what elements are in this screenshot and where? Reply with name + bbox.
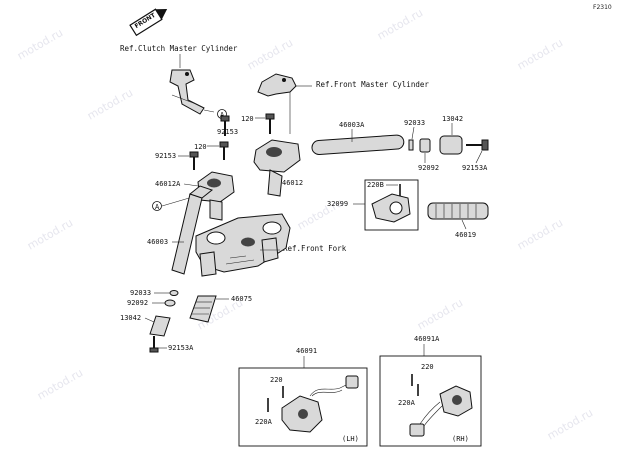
part-220-lh: 220 (270, 376, 283, 384)
diagram-code: F2310 (593, 4, 612, 11)
part-46075: 46075 (231, 295, 252, 303)
front-arrow-icon: FRONT (129, 8, 168, 37)
ref-clutch-master-cylinder: Ref.Clutch Master Cylinder (120, 44, 238, 53)
end-ring-right (408, 139, 414, 151)
part-92153A-right: 92153A (462, 164, 488, 172)
part-46012: 46012 (282, 179, 303, 187)
bolt-head-right (481, 139, 489, 151)
watermark: motod.ru (25, 216, 75, 252)
left-handlebar-tube (171, 185, 214, 275)
part-220A-rh: 220A (398, 399, 416, 407)
watermark: motod.ru (515, 216, 565, 252)
part-120-mid: 120 (194, 143, 207, 151)
clutch-master-cylinder-bracket (169, 54, 215, 115)
rh-label: (RH) (452, 435, 469, 443)
rh-switch-box (379, 355, 482, 447)
rh-switch-housing (409, 385, 473, 437)
throttle-housing-bore (389, 201, 403, 215)
bolt-head-left (149, 347, 159, 353)
ref-a-label-left: A (155, 203, 160, 211)
bolt-head-120-mid (219, 141, 229, 148)
part-220B: 220B (367, 181, 384, 189)
bolt-head-92153-left (189, 151, 199, 158)
watermark: motod.ru (245, 36, 295, 72)
right-grip (427, 202, 489, 220)
part-120-top: 120 (241, 115, 254, 123)
part-46012A: 46012A (155, 180, 181, 188)
upper-triple-clamp (195, 213, 291, 277)
ref-a-label: A (220, 111, 225, 119)
bolt-head-120-top (265, 113, 275, 120)
watermark: motod.ru (375, 6, 425, 42)
ref-front-master-cylinder: Ref.Front Master Cylinder (316, 80, 429, 89)
part-46091: 46091 (296, 347, 317, 355)
watermark-layer: motod.ru motod.ru motod.ru motod.ru moto… (15, 6, 595, 442)
washer-right (419, 138, 431, 153)
part-46091A: 46091A (414, 335, 440, 343)
right-housing-box (364, 179, 419, 231)
ref-front-fork: Ref.Front Fork (283, 244, 347, 253)
part-92033-right: 92033 (404, 119, 425, 127)
bar-end-weight-left (149, 315, 171, 337)
part-92153-left: 92153 (155, 152, 176, 160)
watermark: motod.ru (15, 26, 65, 62)
watermark: motod.ru (545, 406, 595, 442)
part-46003A: 46003A (339, 121, 365, 129)
part-32099: 32099 (327, 200, 348, 208)
part-46019: 46019 (455, 231, 476, 239)
watermark: motod.ru (85, 86, 135, 122)
lh-switch-box (238, 367, 368, 447)
part-92092-right: 92092 (418, 164, 439, 172)
part-220-rh: 220 (421, 363, 434, 371)
lh-switch-housing (281, 375, 359, 433)
right-handlebar-holder (253, 139, 301, 197)
part-220A-lh: 220A (255, 418, 273, 426)
part-13042-left: 13042 (120, 314, 141, 322)
ref-a-circle-left (152, 201, 162, 211)
watermark: motod.ru (35, 366, 85, 402)
bar-end-weight-right (439, 135, 463, 155)
part-92153-top: 92153 (217, 128, 238, 136)
front-master-cylinder-bracket (257, 73, 312, 134)
watermark: motod.ru (515, 36, 565, 72)
right-handlebar-tube (311, 134, 405, 156)
part-92092-left: 92092 (127, 299, 148, 307)
part-92033-left: 92033 (130, 289, 151, 297)
part-92153A-left: 92153A (168, 344, 194, 352)
lh-label: (LH) (342, 435, 359, 443)
bolt-head-92153-top (220, 115, 230, 122)
washer-left (164, 299, 176, 307)
part-46003: 46003 (147, 238, 168, 246)
left-grip (189, 295, 217, 323)
part-13042-right: 13042 (442, 115, 463, 123)
watermark: motod.ru (415, 296, 465, 332)
end-ring-left (169, 290, 179, 296)
